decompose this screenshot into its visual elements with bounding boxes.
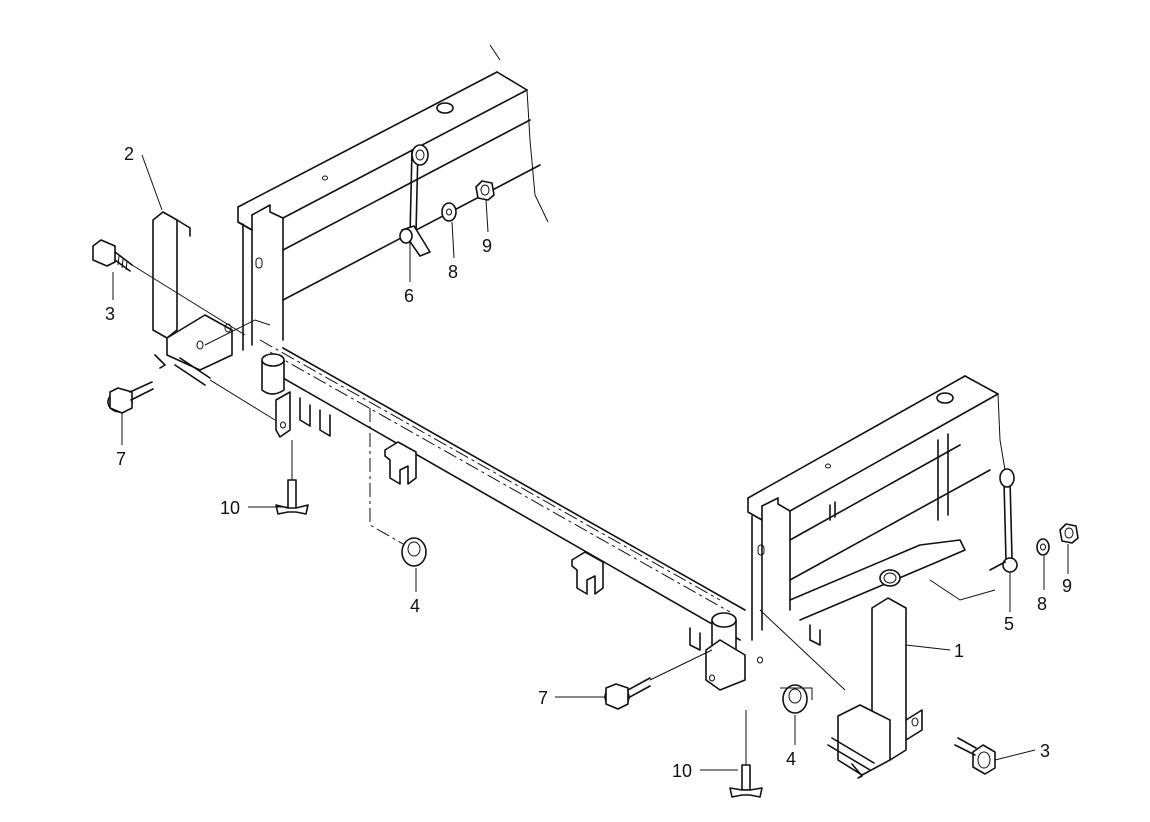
label-7-left: 7 — [116, 449, 126, 469]
beam-clips — [384, 441, 604, 595]
label-3-left: 3 — [105, 304, 115, 324]
label-9-upper: 9 — [482, 236, 492, 256]
label-2: 2 — [124, 144, 134, 164]
nut-part-9 — [475, 180, 1079, 544]
washer-part-8 — [441, 202, 1050, 556]
rod-part-6 — [399, 144, 431, 257]
leader-lines — [112, 154, 1069, 771]
label-10-lower: 10 — [672, 761, 692, 781]
bolt-part-7 — [107, 381, 651, 710]
label-7-lower: 7 — [538, 688, 548, 708]
rod-part-5 — [989, 468, 1018, 573]
cross-beam — [259, 339, 821, 651]
label-3-right: 3 — [1040, 741, 1050, 761]
bracket-part-1 — [827, 597, 923, 779]
label-8-right: 8 — [1037, 594, 1047, 614]
flange-nut-part-4 — [401, 537, 813, 714]
label-9-right: 9 — [1062, 576, 1072, 596]
upper-left-frame — [237, 44, 549, 351]
upper-right-frame — [747, 375, 1006, 641]
pivot-tubes — [261, 353, 763, 691]
wing-bolt-part-10 — [275, 479, 763, 798]
label-6: 6 — [404, 286, 414, 306]
bracket-part-2 — [152, 211, 233, 386]
label-1: 1 — [954, 641, 964, 661]
callout-labels: 1 2 3 3 4 4 5 6 7 7 8 8 9 9 10 10 — [105, 144, 1072, 781]
label-10-left: 10 — [220, 498, 240, 518]
label-8-upper: 8 — [448, 262, 458, 282]
label-5: 5 — [1004, 614, 1014, 634]
label-4-center: 4 — [410, 596, 420, 616]
bolt-part-3 — [92, 239, 996, 775]
label-4-lower: 4 — [786, 749, 796, 769]
